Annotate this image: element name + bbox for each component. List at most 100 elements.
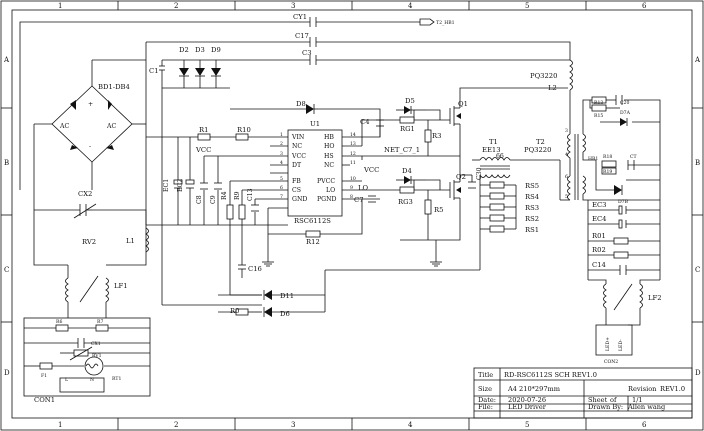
label-c13: C13 — [247, 188, 254, 201]
label-cx1: CX1 — [91, 341, 101, 347]
zone-top-1: 1 — [58, 2, 62, 10]
zone-left-b: B — [4, 159, 9, 167]
label-t2-pin4: 4 — [565, 152, 568, 158]
resistor-r19 — [601, 167, 617, 175]
ic-pin-number: 5 — [280, 176, 283, 182]
label-d2: D2 — [179, 46, 189, 54]
label-t2-pin6: 6 — [565, 174, 568, 180]
bridge-rectifier-bd1 — [33, 59, 146, 210]
label-q2: Q2 — [456, 173, 466, 181]
diode-d3 — [195, 60, 205, 88]
zone-top-6: 6 — [642, 2, 647, 10]
inner-border — [11, 9, 693, 419]
connector-con2 — [595, 324, 633, 356]
label-r02: R02 — [592, 246, 606, 254]
input-protection-frame — [23, 317, 151, 397]
label-lo-right: LO — [358, 184, 369, 192]
zone-bottom-6: 6 — [642, 421, 647, 429]
gate-drive-wires — [230, 87, 568, 262]
capacitor-c20 — [615, 95, 623, 105]
label-ec2: EC2 — [177, 179, 184, 192]
sense-resistor-bank — [479, 175, 517, 270]
label-r19: R19 — [603, 169, 612, 175]
mosfet-q1 — [449, 100, 461, 130]
label-r13: R13 — [594, 100, 603, 106]
ic-pin-name: HO — [324, 143, 334, 150]
label-rs1: RS1 — [525, 226, 539, 234]
ic-u1-part: RSC6112S — [294, 217, 331, 225]
title-value: RD-RSC6112S SCH REV1.0 — [504, 371, 597, 379]
label-ee13: EE13 — [482, 146, 501, 154]
label-q1: Q1 — [458, 100, 468, 108]
label-r3: R3 — [432, 132, 441, 140]
label-d8: D8 — [296, 100, 306, 108]
ic-pin-number: 11 — [350, 160, 356, 166]
label-t2-hb1: T2_HB1 — [436, 20, 455, 26]
label-cx2: CX2 — [78, 190, 92, 198]
control-wires — [146, 88, 288, 306]
diode-d4 — [396, 176, 426, 184]
label-r12: R12 — [306, 238, 320, 246]
label-d3: D3 — [195, 46, 205, 54]
ic-pin-number: 3 — [280, 151, 283, 157]
label-r0: R0 — [230, 307, 239, 315]
label-c3: C3 — [302, 49, 312, 57]
file-value: LED Driver — [508, 403, 547, 411]
resistor-r4 — [226, 204, 234, 220]
zone-top-2: 2 — [174, 2, 178, 10]
resistor-rg3 — [399, 186, 415, 194]
inductor-l2 — [569, 59, 573, 134]
diode-d2 — [179, 60, 189, 88]
label-rs2: RS2 — [525, 215, 539, 223]
zone-left-a: A — [3, 56, 10, 64]
sheet-label: Sheet — [588, 396, 608, 404]
ic-pin-number: 10 — [350, 176, 356, 182]
label-c7: C7 — [354, 196, 364, 204]
fuse-f1 — [39, 362, 53, 370]
zone-left-c: C — [4, 266, 9, 274]
ic-pin-number: 8 — [350, 194, 353, 200]
label-r5: R5 — [434, 206, 443, 214]
label-bd1-db4: BD1-DB4 — [98, 83, 130, 91]
label-c14: C14 — [592, 261, 606, 269]
transformer-t1 — [472, 157, 560, 178]
size-value: A4 210*297mm — [507, 385, 561, 393]
label-r6: R6 — [56, 319, 62, 325]
label-d7a: D7A — [620, 110, 631, 116]
label-r10: R10 — [237, 126, 251, 134]
label-t2-pin5: 5 — [565, 194, 568, 200]
sheet-value: 1/1 — [632, 396, 643, 404]
revision-label: Revision — [628, 385, 657, 393]
ic-pin-name: LO — [326, 187, 335, 194]
label-c17: C17 — [295, 32, 309, 40]
ic-pin-number: 13 — [350, 141, 356, 147]
diode-d9 — [211, 60, 221, 88]
common-mode-choke-lf1 — [65, 264, 120, 318]
label-r15: R15 — [594, 113, 603, 119]
label-cy1: CY1 — [293, 13, 307, 21]
resistor-r13 — [591, 96, 607, 104]
label-r01: R01 — [592, 232, 606, 240]
ic-pin-name: DT — [292, 162, 302, 169]
ic-pin-number: 2 — [280, 141, 283, 147]
zone-left-d: D — [4, 369, 10, 377]
zone-labels: 1 2 3 4 5 6 1 2 3 4 5 6 A B C D A B C D — [3, 2, 701, 429]
revision-value: REV1.0 — [660, 385, 685, 393]
ic-pin-name: PVCC — [317, 178, 335, 185]
label-ec1: EC1 — [163, 179, 170, 192]
input-protection-wires — [24, 327, 150, 367]
capacitor-cx1 — [77, 338, 85, 348]
label-d5: D5 — [405, 97, 415, 105]
label-lf1: LF1 — [114, 282, 128, 290]
label-rg3: RG3 — [398, 198, 413, 206]
label-r9: R9 — [234, 191, 241, 200]
label-pq3220-t2: PQ3220 — [524, 146, 551, 154]
label-rt1: RT1 — [112, 376, 121, 382]
date-value: 2020-07-26 — [508, 396, 546, 404]
zone-right-c: C — [695, 266, 700, 274]
drawn-label: Drawn By: — [588, 403, 623, 411]
capacitor-cy1 — [309, 17, 317, 27]
resistor-r0 — [235, 308, 249, 316]
